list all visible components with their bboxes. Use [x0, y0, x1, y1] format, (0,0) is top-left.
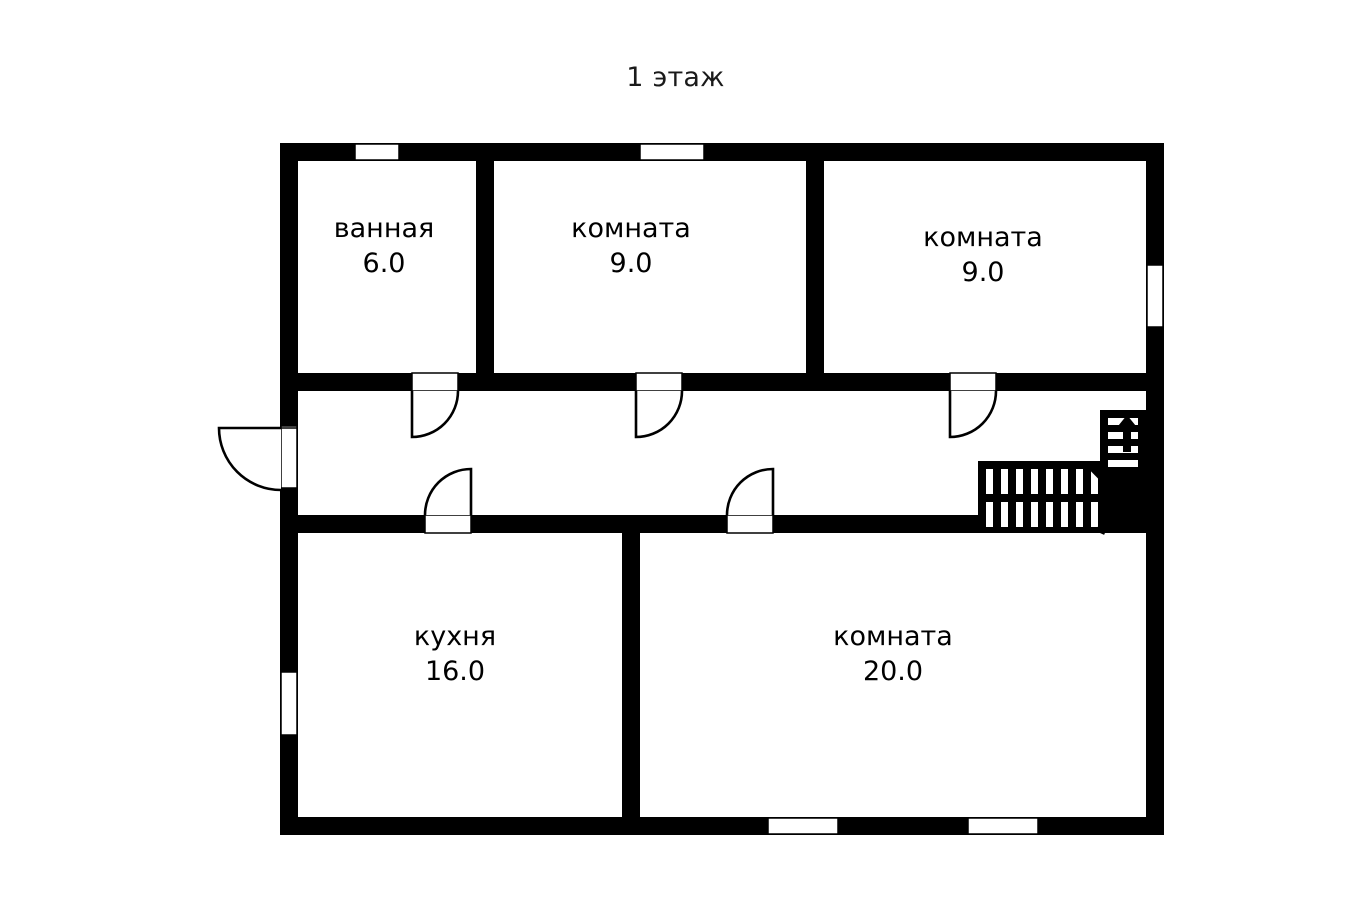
door-room-top-1-opening: [635, 372, 683, 392]
room-name-room-main: комната: [833, 621, 953, 652]
window-top-room1: [639, 143, 705, 161]
room-area-kitchen: 16.0: [424, 655, 486, 687]
door-bathroom-opening: [411, 372, 459, 392]
staircase-up-arrow-icon: [1114, 415, 1140, 452]
wall-v-bath-room1: [476, 143, 494, 391]
room-label-room-top-1: комната 9.0: [531, 212, 731, 281]
wall-v-kitchen-room: [622, 515, 640, 835]
door-room-top-2-swing-arc: [948, 390, 998, 439]
window-bottom-2: [967, 817, 1039, 835]
room-area-bathroom: 6.0: [362, 247, 406, 279]
wall-v-room1-room2: [806, 143, 824, 391]
room-area-room-top-2: 9.0: [961, 256, 1005, 288]
room-label-room-main: комната 20.0: [793, 620, 993, 689]
window-top-bathroom: [354, 143, 400, 161]
interior-walls: [280, 143, 1164, 835]
door-kitchen-opening: [424, 514, 472, 534]
door-entrance: [217, 426, 298, 492]
window-right-room2: [1146, 264, 1164, 328]
window-left-kitchen: [280, 671, 298, 736]
wall-h-corridor-top: [280, 373, 1164, 391]
page-title: 1 этаж: [626, 62, 725, 93]
room-label-kitchen: кухня 16.0: [355, 620, 555, 689]
staircase-winder-lines: [1089, 463, 1150, 535]
door-room-top-1-swing-arc: [634, 390, 684, 439]
wall-h-corridor-bottom: [280, 515, 1164, 533]
door-bathroom-swing-arc: [410, 390, 460, 439]
door-kitchen: [423, 467, 473, 534]
staircase-lower-treads: [986, 469, 1098, 527]
window-bottom-1: [767, 817, 839, 835]
door-room-top-1: [634, 372, 684, 439]
door-entrance-swing-arc: [217, 426, 282, 492]
door-room-top-2-opening: [949, 372, 997, 392]
door-entrance-opening: [280, 427, 298, 489]
door-kitchen-swing-arc: [423, 467, 473, 516]
room-name-kitchen: кухня: [413, 621, 497, 652]
door-room-main-swing-arc: [725, 467, 775, 516]
door-room-main: [725, 467, 775, 534]
room-name-room-top-2: комната: [923, 222, 1043, 253]
room-label-room-top-2: комната 9.0: [883, 221, 1083, 290]
door-room-top-2: [948, 372, 998, 439]
door-room-main-opening: [726, 514, 774, 534]
room-area-room-top-1: 9.0: [609, 247, 653, 279]
room-area-room-main: 20.0: [862, 655, 924, 687]
room-name-bathroom: ванная: [333, 213, 435, 244]
staircase: [978, 410, 1150, 535]
room-label-bathroom: ванная 6.0: [284, 212, 484, 281]
door-bathroom: [410, 372, 460, 439]
room-name-room-top-1: комната: [571, 213, 691, 244]
